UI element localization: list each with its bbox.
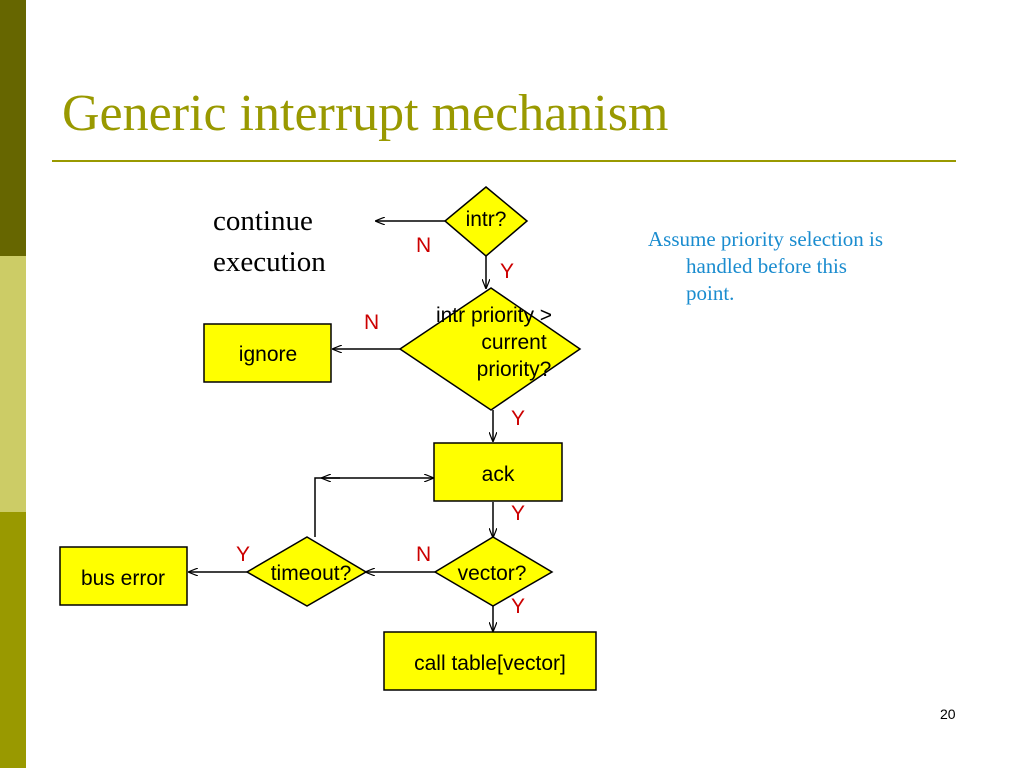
title-underline	[52, 160, 956, 162]
priority-decision	[398, 287, 582, 411]
continue-label-line-2: execution	[213, 246, 326, 278]
vector-decision	[433, 536, 554, 607]
yes-label-timeout: Y	[236, 543, 250, 566]
priority-label-line-1: intr priority >	[436, 304, 552, 327]
priority-label-line-3: priority?	[477, 358, 552, 381]
note-text: Assume priority selection is handled bef…	[648, 226, 948, 307]
note-line-1: Assume priority selection is	[648, 227, 884, 251]
ignore-box	[203, 323, 332, 383]
note-line-2: handled before this	[686, 254, 847, 278]
accent-bar-middle	[0, 256, 26, 512]
yes-label-priority: Y	[511, 407, 525, 430]
continue-label-line-1: continue	[213, 205, 313, 237]
no-label-intr: N	[416, 234, 431, 257]
ack-label: ack	[482, 463, 515, 486]
accent-bar-top	[0, 0, 26, 256]
yes-label-vector: Y	[511, 595, 525, 618]
slide-title: Generic interrupt mechanism	[62, 85, 669, 142]
page-number: 20	[940, 706, 956, 722]
priority-label-line-2: current	[481, 331, 547, 354]
ignore-label: ignore	[239, 343, 297, 366]
ack-box	[433, 442, 563, 502]
intr-label: intr?	[466, 208, 507, 231]
timeout-label: timeout?	[271, 562, 352, 585]
accent-bar-bottom	[0, 512, 26, 768]
call-table-box	[383, 631, 597, 691]
no-label-vector: N	[416, 543, 431, 566]
timeout-decision	[245, 536, 368, 607]
bus-error-box	[59, 546, 188, 606]
yes-label-ack: Y	[511, 502, 525, 525]
note-line-3: point.	[686, 281, 735, 305]
arrow-timeout-loop	[314, 478, 433, 537]
vector-label: vector?	[458, 562, 527, 585]
bus-error-label: bus error	[81, 567, 165, 590]
no-label-priority: N	[364, 311, 379, 334]
yes-label-intr: Y	[500, 260, 514, 283]
intr-decision	[443, 186, 529, 257]
call-table-label: call table[vector]	[414, 652, 566, 675]
